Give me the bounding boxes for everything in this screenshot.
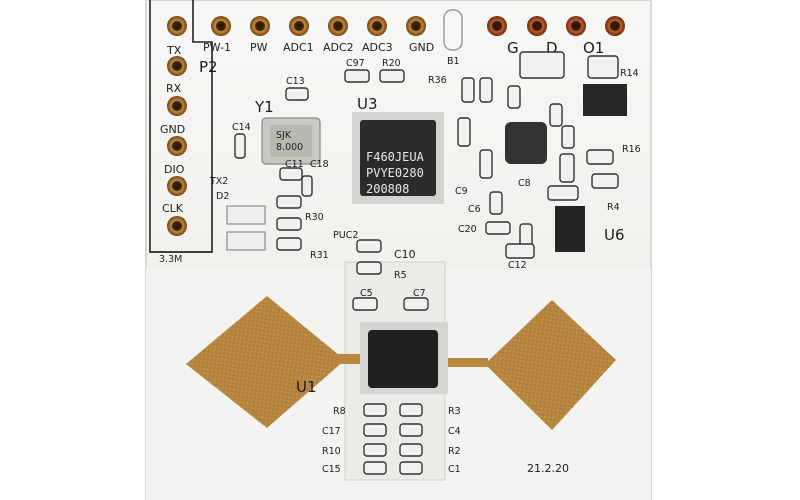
label-pw: PW [250, 41, 268, 54]
silk-c8: C8 [518, 178, 531, 189]
label-clk: CLK [162, 202, 184, 215]
label-dio: DIO [164, 163, 185, 176]
label-rx: RX [166, 82, 182, 95]
top-pin-header [211, 16, 625, 36]
silk-puc2: PUC2 [333, 230, 358, 241]
label-pw-1: PW-1 [203, 41, 231, 54]
silk-d2: D2 [216, 191, 229, 202]
silk-c5: C5 [360, 288, 373, 299]
label-gnd-top: GND [409, 41, 434, 54]
bottom-passives [363, 403, 423, 475]
silk-c18: C18 [310, 159, 329, 170]
silk-c7: C7 [413, 288, 426, 299]
antenna-right [485, 300, 616, 430]
led-tx2 [226, 231, 266, 251]
silk-r2: R2 [448, 446, 461, 457]
date-code: 21.2.20 [527, 462, 569, 475]
led-d2 [226, 205, 266, 225]
silk-r10: R10 [322, 446, 341, 457]
inductor [505, 122, 547, 164]
silk-c14: C14 [232, 122, 251, 133]
crystal-mark-2: 8.000 [276, 142, 303, 153]
silk-r8: R8 [333, 406, 346, 417]
label-adc2: ADC2 [323, 41, 354, 54]
passive-components [234, 51, 619, 311]
silk-r14: R14 [620, 68, 639, 79]
mcu-mark-3: 200808 [366, 182, 409, 196]
silk-c17: C17 [322, 426, 341, 437]
mcu-mark-1: F460JEUA [366, 150, 425, 164]
silk-r3: R3 [448, 406, 461, 417]
silk-r36: R36 [428, 75, 447, 86]
silk-g: G [507, 39, 519, 57]
silk-c6: C6 [468, 204, 481, 215]
label-tx: TX [166, 44, 182, 57]
silk-c13: C13 [286, 76, 305, 87]
silk-c97: C97 [346, 58, 365, 69]
header-ref-p2: P2 [199, 58, 218, 76]
silk-r4: R4 [607, 202, 620, 213]
silk-b1: B1 [447, 56, 460, 67]
label-gnd-left: GND [160, 123, 185, 136]
silk-r31: R31 [310, 250, 329, 261]
crystal-ref: Y1 [254, 98, 274, 116]
silk-c15: C15 [322, 464, 341, 475]
left-pin-header [167, 16, 187, 236]
mcu-mark-2: PVYE0280 [366, 166, 424, 180]
voltage-label: 3.3M [159, 254, 182, 265]
silk-c1: C1 [448, 464, 461, 475]
silk-d: D [546, 39, 558, 57]
silk-c9: C9 [455, 186, 468, 197]
silk-c20: C20 [458, 224, 477, 235]
crystal-mark-1: SJK [276, 130, 292, 141]
antenna-ic-label: U1 [296, 378, 317, 396]
silk-r20: R20 [382, 58, 401, 69]
sot-regulator-top [583, 84, 627, 116]
silk-c11: C11 [285, 159, 304, 170]
silk-r30: R30 [305, 212, 324, 223]
antenna-left [186, 296, 345, 428]
silk-r5: R5 [394, 270, 407, 281]
regulator-ref: U6 [604, 226, 625, 244]
silk-r16: R16 [622, 144, 641, 155]
regulator-u6 [555, 206, 585, 252]
mcu-ref: U3 [357, 95, 378, 113]
crystal-y1: SJK 8.000 [261, 117, 321, 165]
silk-c10: C10 [394, 248, 416, 261]
silk-o1: O1 [583, 39, 604, 57]
label-adc1: ADC1 [283, 41, 314, 54]
radar-ic [360, 322, 448, 394]
silk-tx2: TX2 [209, 176, 228, 187]
antenna-feed-right [444, 358, 488, 367]
silk-c12: C12 [508, 260, 527, 271]
silk-c4: C4 [448, 426, 461, 437]
antenna-feed-left [338, 354, 370, 364]
mcu-chip: F460JEUA PVYE0280 200808 [352, 112, 444, 204]
label-adc3: ADC3 [362, 41, 393, 54]
